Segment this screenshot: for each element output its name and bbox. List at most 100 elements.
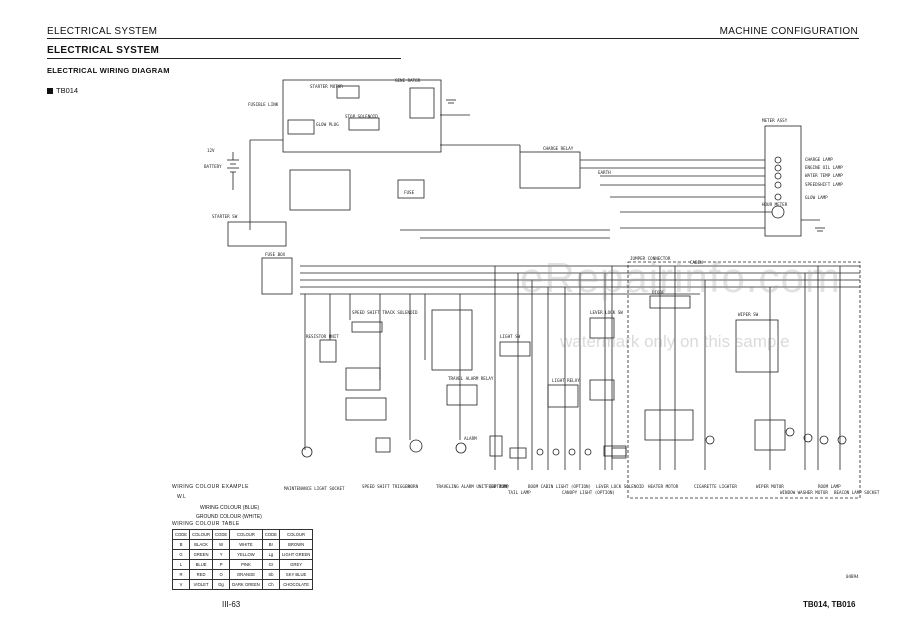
charge-relay-box [519,151,581,189]
label-fusible-link: FUSIBLE LINK [248,102,279,107]
label-window-washer: WINDOW WASHER MOTOR [780,490,828,495]
watermark-sub: watermark only on this sample [560,332,790,351]
cabin-boundary [627,261,861,499]
label-fuse-box: FUSE BOX [265,252,286,257]
label-glow-lamp: GLOW LAMP [805,195,828,200]
label-meter-assy: METER ASSY [762,118,788,123]
diagram-subtitle: ELECTRICAL WIRING DIAGRAM [47,66,170,75]
hour-meter-symbol [771,205,785,219]
table-cell: BLUE [189,559,214,570]
table-cell: G [171,549,191,560]
engine-harness-box [282,79,442,153]
header-section-title: ELECTRICAL SYSTEM [47,26,158,37]
page-number: III-63 [222,600,241,609]
label-cigarette-lighter: CIGARETTE LIGHTER [694,484,737,489]
model-label: TB014 [47,86,78,95]
light-relay-box [547,384,579,408]
legend-title: WIRING COLOUR EXAMPLE [172,484,249,490]
label-battery-voltage: 12V [207,148,215,153]
heater-sw-box [644,409,694,441]
table-cell: Gr [261,559,280,570]
relay-group-box [289,169,351,211]
header-chapter-title: MACHINE CONFIGURATION [719,26,858,37]
label-room-lamp: ROOM LAMP [818,484,841,489]
table-cell: Y [212,549,231,560]
tail-lamp-symbol [509,447,527,459]
alarm-symbol [455,442,467,454]
fuse-box-symbol [261,257,293,295]
colour-table-title: WIRING COLOUR TABLE [172,521,240,527]
lever-lock-solenoid-box [603,445,627,457]
title-underline [47,58,401,59]
label-resistor-unit: RESISTOR UNIT [306,334,339,339]
label-speed-shift-trigger: SPEED SHIFT TRIGGER [362,484,410,489]
table-cell: W [212,539,231,550]
speed-shift-relay-box [345,367,381,391]
table-cell: VIOLET [189,579,214,590]
legend-example: W L [177,494,186,500]
table-cell: RED [189,569,214,580]
page-title: ELECTRICAL SYSTEM [47,45,160,56]
table-cell: Dg [212,579,231,590]
table-header: CODE [261,529,280,540]
feed-pump-symbol [489,435,503,457]
lever-lock-sw-box [589,317,615,339]
legend-ground-colour: GROUND COLOUR (WHITE) [196,514,262,520]
table-cell: Sb [261,569,280,580]
footer-models: TB014, TB016 [803,600,856,609]
stop-solenoid-symbol [348,117,380,131]
label-wiper-sw: WIPER SW [738,312,759,317]
wiring-colour-table: CODE COLOUR CODE COLOUR CODE COLOUR B BL… [171,529,314,590]
label-engine-oil-lamp: ENGINE OIL LAMP [805,165,843,170]
table-header: CODE [212,529,231,540]
room-lamp-symbol [819,435,829,445]
table-cell: R [171,569,191,580]
table-row: G GREEN Y YELLOW Lg LIGHT GREEN [171,549,314,560]
table-cell: GREEN [189,549,214,560]
label-boom-cabin-light: BOOM CABIN LIGHT (OPTION) [528,484,591,489]
label-travel-alarm-relay: TRAVEL ALARM RELAY [448,376,494,381]
starter-switch-box [227,221,287,247]
label-beacon-socket: BEACON LAMP SOCKET [834,490,880,495]
diode-box [649,295,691,309]
table-cell: WHITE [229,539,263,550]
watermark-main: eRepairinfo.com [520,254,841,301]
table-header: COLOUR [189,529,214,540]
glow-plug-symbol [287,119,315,135]
label-stop-solenoid: STOP SOLENOID [345,114,378,119]
table-header: CODE [171,529,191,540]
wiper-motor-box [754,419,786,451]
table-row: V VIOLET Dg DARK GREEN Ch CHOCOLATE [171,579,314,590]
label-earth: EARTH [598,170,611,175]
table-row: L BLUE P PINK Gr GREY [171,559,314,570]
label-traveling-alarm: TRAVELING ALARM UNIT (OPTION) [436,484,509,489]
speed-shift-solenoid-box [351,321,383,333]
bullet-square-icon [47,88,53,94]
label-speedshift-lamp: SPEEDSHIFT LAMP [805,182,843,187]
legend-wiring-colour: WIRING COLOUR (BLUE) [200,505,260,511]
table-cell: PINK [229,559,263,570]
label-battery: BATTERY [204,164,222,169]
label-horn: HORN [408,484,419,489]
label-light-sw: LIGHT SW [500,334,521,339]
travel-alarm-relay-box [446,384,478,406]
label-generator: GENE RATOR [395,78,421,83]
label-diode: DIODE [652,290,665,295]
label-alarm: ALARM [464,436,477,441]
speed-shift-relay2-box [345,397,387,421]
table-cell: YELLOW [229,549,263,560]
table-cell: CHOCOLATE [278,579,314,590]
table-row: R RED O ORANGE Sb SKY BLUE [171,569,314,580]
label-cabin: CABIN [690,260,703,265]
label-canopy-light: CANOPY LIGHT (OPTION) [562,490,615,495]
table-header: COLOUR [278,529,314,540]
label-heater-motor: HEATER MOTOR [648,484,679,489]
label-feed-pump: FEED PUMP [486,484,509,489]
table-cell: BROWN [278,539,314,550]
label-lever-lock-solenoid: LEVER LOCK SOLENOID [596,484,644,489]
track-sw-box [431,309,473,371]
table-cell: DARK GREEN [229,579,263,590]
label-speed-shift-solenoid: SPEED SHIFT TRACK SOLENOID [352,310,418,315]
table-header: COLOUR [229,529,263,540]
